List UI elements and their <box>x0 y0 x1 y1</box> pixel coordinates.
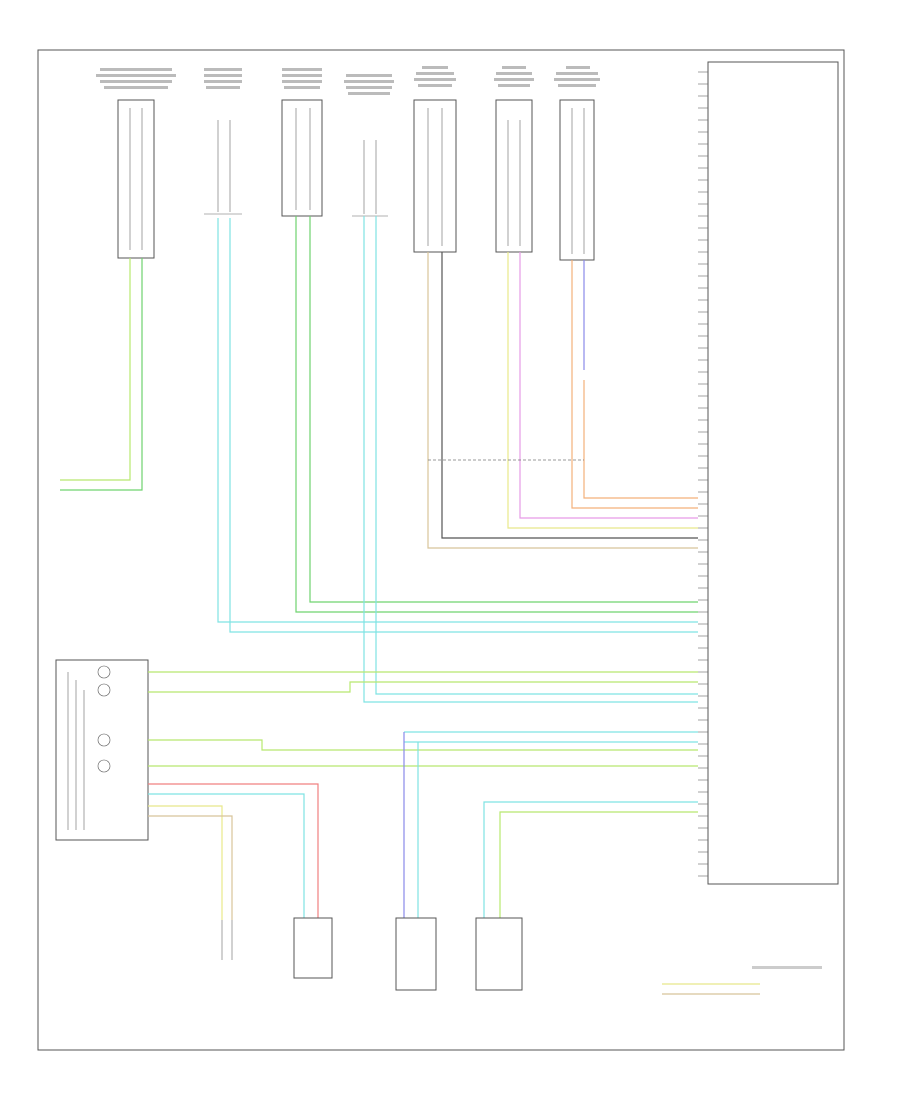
diagram-frame <box>37 49 845 1051</box>
inset-diagram <box>662 966 822 995</box>
top-connector-1 <box>117 99 155 259</box>
top-connector-3 <box>281 99 323 217</box>
wires-top <box>60 216 698 703</box>
bottom-connector-3 <box>395 917 437 991</box>
switch-module-inner <box>67 665 111 830</box>
bottom-connector-2 <box>293 917 333 979</box>
top-connector-6 <box>495 99 533 253</box>
top-connector-5 <box>413 99 457 253</box>
top-label-marks <box>96 66 600 95</box>
top-connector-4 <box>352 140 388 217</box>
control-module <box>707 61 839 885</box>
module-pin-ticks <box>698 71 708 877</box>
bottom-connector-4 <box>475 917 523 991</box>
top-connector-2 <box>204 100 242 218</box>
top-connector-7 <box>559 99 595 261</box>
bottom-connector-1 <box>221 920 233 960</box>
wires-switch <box>148 671 698 920</box>
